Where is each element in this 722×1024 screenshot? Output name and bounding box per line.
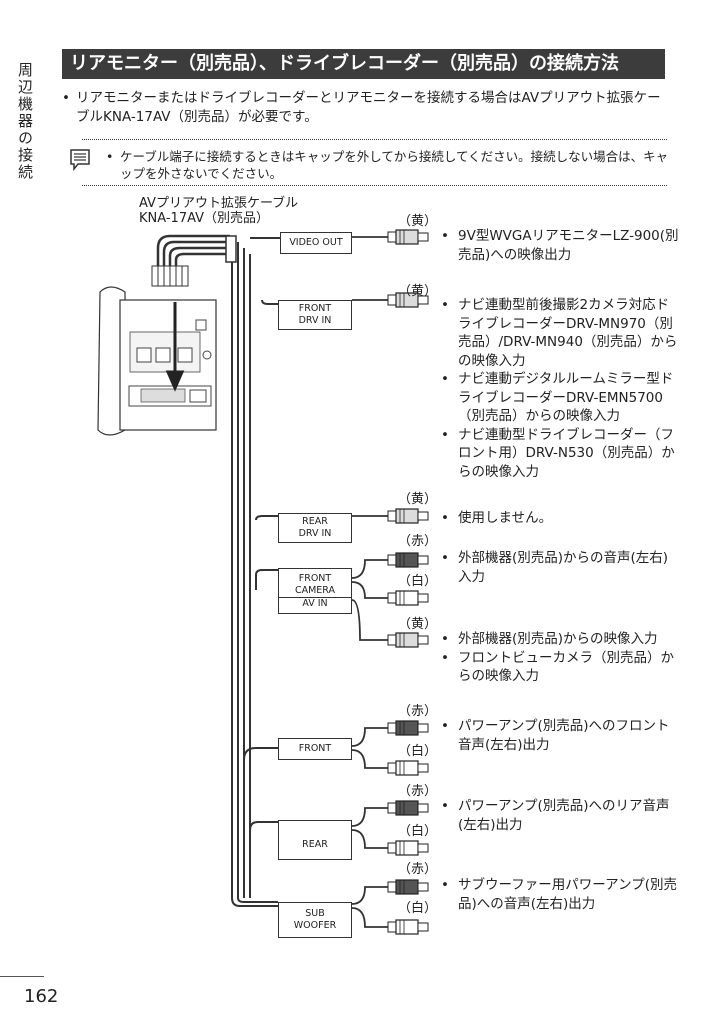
desc-rear-drv-in: •使用しません。 bbox=[441, 510, 553, 526]
port-rear: REAR bbox=[278, 820, 352, 860]
desc-text: 9V型WVGAリアモニターLZ-900(別売品)への映像出力 bbox=[458, 228, 679, 263]
note-paragraph: • ケーブル端子に接続するときはキャップを外してから接続してください。接続しない… bbox=[106, 148, 671, 182]
bullet: • bbox=[62, 90, 70, 106]
desc-text: ナビ連動型前後撮影2カメラ対応ドライブレコーダーDRV-MN970（別売品）/D… bbox=[458, 297, 678, 369]
note-divider-bottom bbox=[82, 185, 667, 186]
color-label-yellow: （黄） bbox=[398, 284, 438, 299]
cable-label-line1: AVプリアウト拡張ケーブル bbox=[139, 196, 299, 211]
color-label-white: （白） bbox=[398, 744, 438, 759]
head-unit-rear-icon bbox=[97, 286, 217, 436]
note-divider-top bbox=[82, 139, 667, 140]
port-label-line: REAR bbox=[302, 516, 328, 527]
desc-text: サブウーファー用パワーアンプ(別売品)への音声(左右)出力 bbox=[458, 877, 677, 912]
yellow-rca-plug-icon bbox=[387, 632, 429, 648]
desc-text: 外部機器(別売品)からの音声(左右)入力 bbox=[458, 550, 669, 585]
desc-text: フロントビューカメラ（別売品）からの映像入力 bbox=[458, 649, 674, 685]
color-label-yellow: （黄） bbox=[398, 617, 438, 632]
cable-connector-icon bbox=[151, 234, 230, 287]
cable-clamp bbox=[225, 235, 237, 263]
port-label-line: WOOFER bbox=[293, 920, 337, 931]
white-rca-plug-icon bbox=[387, 760, 429, 776]
desc-rear: •パワーアンプ(別売品)へのリア音声(左右)出力 bbox=[441, 798, 670, 833]
white-rca-plug-icon bbox=[387, 919, 429, 935]
port-label-line: SUB bbox=[305, 908, 325, 919]
color-label-yellow: （黄） bbox=[398, 214, 438, 229]
port-front-camera-av-in: FRONT CAMERA AV IN bbox=[278, 568, 352, 614]
port-label-line: AV IN bbox=[302, 597, 328, 609]
footer-divider bbox=[0, 976, 44, 977]
intro-paragraph: • リアモニターまたはドライブレコーダーとリアモニターを接続する場合はAVプリア… bbox=[62, 89, 672, 127]
section-tab: 周辺機器の接続 bbox=[16, 62, 34, 181]
bullet: • bbox=[106, 149, 114, 164]
yellow-rca-plug-icon bbox=[387, 508, 429, 524]
white-rca-plug-icon bbox=[387, 840, 429, 856]
port-label-line: DRV IN bbox=[298, 528, 332, 539]
desc-text: ナビ連動デジタルルームミラー型ドライブレコーダーDRV-EMN5700（別売品）… bbox=[458, 371, 674, 424]
color-label-yellow: （黄） bbox=[398, 492, 438, 507]
desc-text: 使用しません。 bbox=[458, 510, 553, 526]
desc-front-drv-in: •ナビ連動型前後撮影2カメラ対応ドライブレコーダーDRV-MN970（別売品）/… bbox=[441, 297, 678, 480]
desc-front: •パワーアンプ(別売品)へのフロント音声(左右)出力 bbox=[441, 718, 670, 753]
color-label-white: （白） bbox=[398, 574, 438, 589]
page-number: 162 bbox=[24, 986, 59, 1007]
port-label-line: CAMERA bbox=[279, 585, 351, 598]
color-label-white: （白） bbox=[398, 824, 438, 839]
port-video-out: VIDEO OUT bbox=[280, 232, 352, 254]
color-label-red: （赤） bbox=[398, 534, 438, 549]
red-rca-plug-icon bbox=[387, 879, 429, 895]
color-label-red: （赤） bbox=[398, 862, 438, 877]
white-rca-plug-icon bbox=[387, 590, 429, 606]
desc-front-camera-audio: •外部機器(別売品)からの音声(左右)入力 bbox=[441, 550, 669, 585]
color-label-red: （赤） bbox=[398, 784, 438, 799]
cable-label-line2: KNA-17AV（別売品） bbox=[139, 211, 270, 226]
note-icon bbox=[70, 149, 90, 171]
desc-front-camera-video: •外部機器(別売品)からの映像入力 •フロントビューカメラ（別売品）からの映像入… bbox=[441, 631, 674, 685]
color-label-red: （赤） bbox=[398, 704, 438, 719]
red-rca-plug-icon bbox=[387, 552, 429, 568]
port-rear-drv-in: REAR DRV IN bbox=[278, 513, 352, 543]
note-text: ケーブル端子に接続するときはキャップを外してから接続してください。接続しない場合… bbox=[120, 149, 669, 181]
port-front: FRONT bbox=[278, 738, 352, 760]
port-label-line: FRONT bbox=[298, 303, 332, 314]
port-sub-woofer: SUB WOOFER bbox=[278, 902, 352, 938]
port-front-drv-in: FRONT DRV IN bbox=[278, 300, 352, 330]
port-label-line: DRV IN bbox=[298, 315, 332, 326]
desc-text: パワーアンプ(別売品)へのフロント音声(左右)出力 bbox=[458, 718, 670, 753]
port-label-line: FRONT bbox=[298, 572, 332, 584]
yellow-rca-plug-icon bbox=[387, 229, 429, 245]
desc-video-out: •9V型WVGAリアモニターLZ-900(別売品)への映像出力 bbox=[441, 228, 679, 263]
red-rca-plug-icon bbox=[387, 800, 429, 816]
red-rca-plug-icon bbox=[387, 720, 429, 736]
color-label-white: （白） bbox=[398, 901, 438, 916]
desc-sub-woofer: •サブウーファー用パワーアンプ(別売品)への音声(左右)出力 bbox=[441, 877, 677, 912]
page-title: リアモニター（別売品）、ドライブレコーダー（別売品）の接続方法 bbox=[62, 49, 665, 79]
desc-text: 外部機器(別売品)からの映像入力 bbox=[458, 631, 658, 647]
intro-text: リアモニターまたはドライブレコーダーとリアモニターを接続する場合はAVプリアウト… bbox=[76, 90, 661, 125]
desc-text: ナビ連動型ドライブレコーダー（フロント用）DRV-N530（別売品）からの映像入… bbox=[458, 426, 675, 480]
cable-label: AVプリアウト拡張ケーブル KNA-17AV（別売品） bbox=[139, 196, 298, 226]
desc-text: パワーアンプ(別売品)へのリア音声(左右)出力 bbox=[458, 798, 670, 833]
